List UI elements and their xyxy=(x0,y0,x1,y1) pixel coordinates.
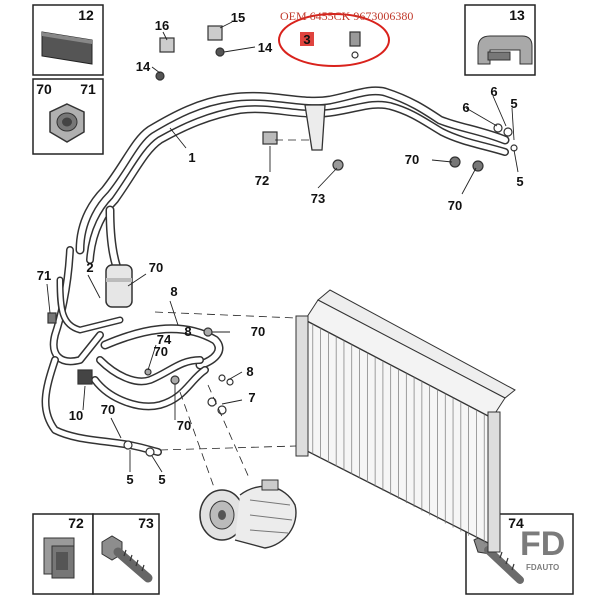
callouts: 16 15 14 14 3 1 72 73 70 6 6 5 70 5 70 7… xyxy=(37,10,524,487)
nut-70-part xyxy=(472,160,484,172)
bracket-10-part xyxy=(77,369,93,385)
assembly-dash-lines xyxy=(154,139,312,491)
highlight-box xyxy=(300,32,314,46)
callout: 8 xyxy=(246,364,253,379)
o-ring-part xyxy=(123,440,133,450)
seal-strip-icon xyxy=(477,35,533,65)
callout: 8 xyxy=(184,324,191,339)
clip-nut-72-part xyxy=(262,131,278,145)
callout: 71 xyxy=(37,268,51,283)
watermark-small: FDAUTO xyxy=(526,563,559,572)
pipe-bracket xyxy=(304,104,326,151)
receiver-drier xyxy=(105,264,133,308)
inset-box-73: 73 xyxy=(92,513,160,595)
o-ring-part xyxy=(493,123,503,133)
callout: 3 xyxy=(303,32,310,47)
callout: 5 xyxy=(510,96,517,111)
callout: 74 xyxy=(157,332,172,347)
callout: 2 xyxy=(86,260,93,275)
callout: 8 xyxy=(170,284,177,299)
nut-part xyxy=(155,71,165,81)
clip-nut-icon xyxy=(43,537,75,579)
o-ring-part xyxy=(207,397,217,407)
nut-part xyxy=(215,47,225,57)
callout: 6 xyxy=(490,84,497,99)
callout: 70 xyxy=(177,418,191,433)
callout: 14 xyxy=(136,59,151,74)
o-ring-part xyxy=(218,374,226,382)
inset-label: 13 xyxy=(509,7,525,23)
callout: 70 xyxy=(101,402,115,417)
callout: 70 xyxy=(154,344,168,359)
inset-label: 71 xyxy=(80,81,96,97)
callout: 1 xyxy=(188,150,195,165)
oem-highlight xyxy=(278,13,390,67)
condenser xyxy=(295,289,516,553)
inset-label: 12 xyxy=(78,7,94,23)
callout: 70 xyxy=(251,324,265,339)
highlight-ellipse xyxy=(278,13,390,67)
bolt-73-part xyxy=(332,159,344,171)
ac-pipes xyxy=(41,86,510,456)
callout: 6 xyxy=(462,100,469,115)
leader-lines xyxy=(46,21,519,473)
pad-icon xyxy=(41,31,93,65)
callout: 5 xyxy=(158,472,165,487)
inset-label: 72 xyxy=(68,515,84,531)
callout: 73 xyxy=(311,191,325,206)
callout: 70 xyxy=(405,152,419,167)
callout: 70 xyxy=(149,260,163,275)
inset-box-72: 72 xyxy=(32,513,94,595)
callout: 72 xyxy=(255,173,269,188)
o-ring-part xyxy=(145,447,155,457)
pressure-switch-part xyxy=(349,31,361,47)
inset-label: 74 xyxy=(508,515,524,531)
callout: 16 xyxy=(155,18,169,33)
inset-box-70-71: 70 71 xyxy=(32,78,104,155)
cap-16-part xyxy=(159,37,175,53)
callout: 15 xyxy=(231,10,245,25)
cap-15-part xyxy=(207,25,223,41)
callout: 5 xyxy=(126,472,133,487)
o-ring-part xyxy=(503,127,513,137)
o-ring-part xyxy=(226,378,234,386)
watermark-letters: FD xyxy=(520,525,565,563)
callout: 7 xyxy=(248,390,255,405)
o-ring-part xyxy=(351,51,359,59)
nut-70-part xyxy=(203,327,213,337)
nut-70-part xyxy=(170,375,180,385)
callout: 14 xyxy=(258,40,273,55)
fd-auto-watermark: FD FDAUTO xyxy=(520,525,565,572)
callout: 10 xyxy=(69,408,83,423)
bolt-71-part xyxy=(47,312,57,324)
inset-box-12: 12 xyxy=(32,4,104,76)
inset-box-13: 13 xyxy=(464,4,536,76)
ac-compressor xyxy=(199,479,297,549)
oem-label: OEM 6455CK 9673006380 xyxy=(280,9,413,23)
inset-label: 73 xyxy=(138,515,154,531)
callout: 70 xyxy=(448,198,462,213)
hex-nut-icon xyxy=(49,103,85,143)
callout: 5 xyxy=(516,174,523,189)
flange-bolt-icon xyxy=(101,535,153,583)
inset-label: 70 xyxy=(36,81,52,97)
